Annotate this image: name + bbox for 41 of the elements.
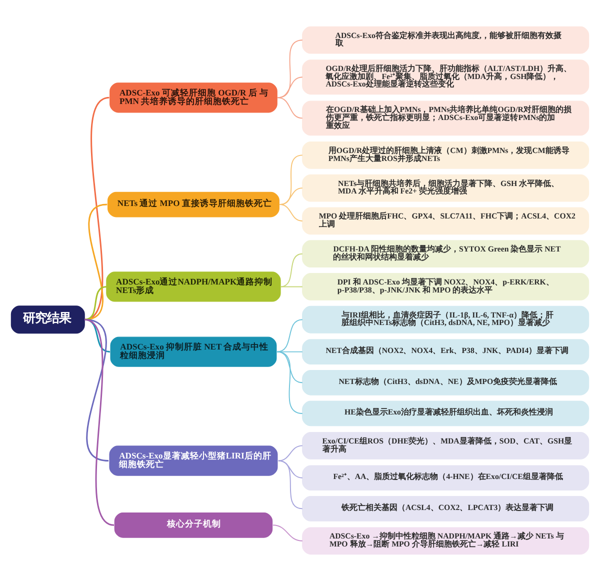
connector bbox=[280, 286, 303, 287]
node-box: 核心分子机制 bbox=[114, 512, 273, 538]
node-box: ADSCs-Exo显著减轻小型猪LIRI后的肝细胞铁死亡 bbox=[109, 445, 278, 476]
connector bbox=[84, 318, 109, 461]
connector bbox=[280, 252, 303, 287]
connector bbox=[278, 444, 303, 461]
node-box: NET标志物（CitH3、dsDNA、NE）及MPO免疫荧光显著降低 bbox=[302, 369, 590, 395]
connector bbox=[84, 203, 108, 320]
node-box: NET合成基因（NOX2、NOX4、Erk、P38、JNK、PADI4）显著下调 bbox=[302, 338, 590, 364]
node-box: 研究结果 bbox=[10, 305, 85, 334]
connector bbox=[277, 39, 303, 98]
connector bbox=[272, 524, 303, 541]
connector bbox=[279, 204, 303, 221]
connector bbox=[277, 76, 303, 98]
node-box: NETs与肝细胞共培养后，细胞活力显著下降、GSH 水平降低、MDA 水平升高和 Fe2+ 荧光强度增强 bbox=[302, 174, 590, 202]
connector bbox=[276, 318, 303, 352]
node-box: DPI 和 ADSC-Exo 均显著下调 NOX2、NOX4、p-ERK/ERK、p-P38/P38、p-JNK/JNK 和 MPO 的表达水平 bbox=[302, 272, 590, 300]
node-box: 用OGD/R处理过的肝细胞上清液（CM）刺激PMNs，发现CM能诱导PMNs产生大量ROS并形成NETs bbox=[302, 141, 590, 168]
node-box: ADSCs-Exo →抑制中性粒细胞 NADPH/MAPK 通路→减少 NETs 与 MPO 释放→阻断 MPO 介导肝细胞铁死亡→减轻 LIRI bbox=[302, 526, 590, 554]
connector bbox=[279, 154, 303, 204]
connector bbox=[84, 96, 110, 320]
node-box: ADSCs-Exo 抑制肝脏 NET 合成与中性粒细胞浸润 bbox=[110, 336, 277, 366]
node-box: OGD/R处理后肝细胞活力下降、肝功能指标（ALT/AST/LDH）升高、氧化应激加剧、Fe²⁺聚集、脂质过氧化（MDA升高，GSH降低），ADSCs-Exo处理能显著逆转这些变化 bbox=[302, 59, 590, 94]
node-box: ADSCs-Exo通过NADPH/MAPK通路抑制NETs形成 bbox=[106, 271, 281, 302]
connector bbox=[84, 318, 114, 526]
node-box: NETs 通过 MPO 直接诱导肝细胞铁死亡 bbox=[107, 191, 280, 217]
node-box: ADSCs-Exo符合鉴定标准并表现出高纯度,，能够被肝细胞有效摄取 bbox=[302, 26, 590, 54]
connector bbox=[276, 350, 303, 414]
node-box: DCFH-DA 阳性细胞的数量均减少，SYTOX Green 染色显示 NET 的丝状和网状结构显着减少 bbox=[302, 240, 590, 268]
connector bbox=[278, 460, 303, 509]
node-box: ADSC-Exo 可减轻肝细胞 OGD/R 后 与 PMN 共培养诱导的肝细胞铁死亡 bbox=[110, 82, 278, 112]
connector bbox=[84, 285, 107, 320]
node-box: 在OGD/R基础上加入PMNs，PMNs共培养比单纯OGD/R对肝细胞的损伤更严重，铁死亡指标更明显；ADSCs-Exo可显著逆转PMNs的加重效应 bbox=[302, 100, 590, 136]
node-box: MPO 处理肝细胞后FHC、GPX4、SLC7A11、FHC下调；ACSL4、COX2上调 bbox=[302, 206, 590, 234]
connector bbox=[279, 187, 303, 204]
node-box: 铁死亡相关基因（ACSL4、COX2、LPCAT3）表达显著下调 bbox=[302, 496, 590, 521]
node-box: Exo/CI/CE组ROS（DHE荧光）、MDA显著降低，SOD、CAT、GSH显著升高 bbox=[302, 431, 590, 459]
node-box: HE染色显示Exo治疗显著减轻肝组织出血、坏死和炎性浸润 bbox=[302, 400, 590, 426]
connector bbox=[277, 96, 303, 118]
node-box: Fe²⁺、AA、脂质过氧化标志物（4-HNE）在Exo/CI/CE组显著降低 bbox=[302, 464, 590, 490]
node-box: 与IRI组相比，血清炎症因子（IL-1β, IL-6, TNF-α）降低；肝脏组织中NETs标志物（CitH3, dsDNA, NE, MPO）显著减少 bbox=[302, 305, 590, 333]
